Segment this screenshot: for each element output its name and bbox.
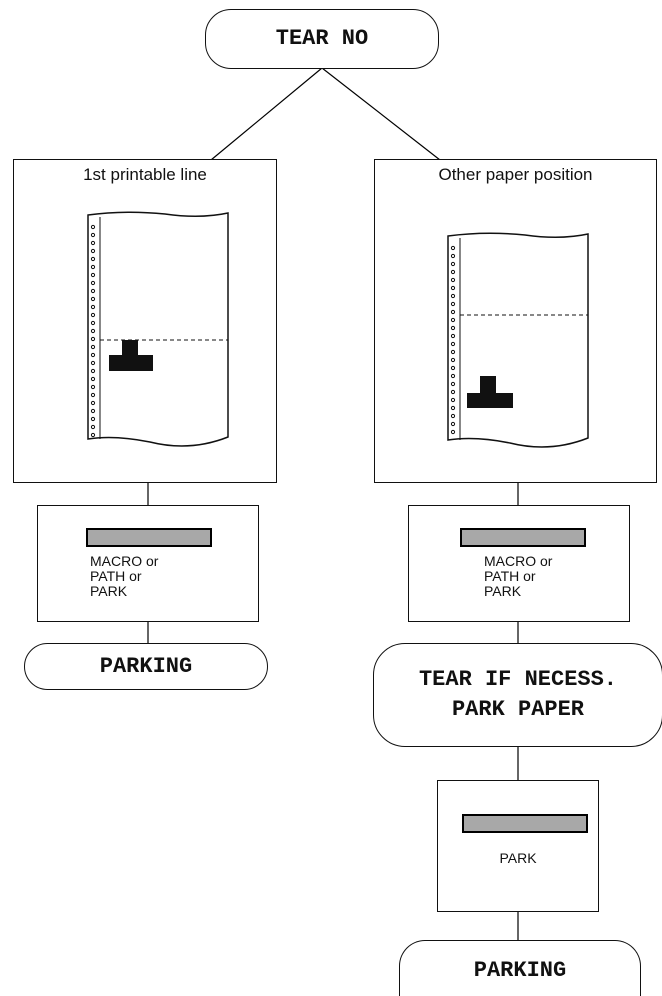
macro-path-park-label-left: MACRO or PATH or PARK — [90, 553, 159, 599]
lcd-display-icon-park — [462, 814, 588, 833]
connector-tear-to-left — [210, 67, 323, 161]
park-key-box: PARK — [437, 780, 599, 912]
tear-if-necess-label: TEAR IF NECESS. — [418, 667, 618, 692]
macro-path-park-box-right: MACRO or PATH or PARK — [408, 505, 630, 622]
paper-left-icon — [87, 211, 229, 447]
paper-right-icon — [447, 232, 589, 448]
parking-node-left: PARKING — [24, 643, 268, 690]
macro-path-park-label-right: MACRO or PATH or PARK — [484, 553, 553, 599]
park-paper-label: PARK PAPER — [451, 697, 585, 722]
print-head-icon-right — [467, 376, 513, 408]
lcd-display-icon-left — [86, 528, 212, 547]
parking-node-bottom: PARKING — [399, 940, 641, 996]
macro-path-park-box-left: MACRO or PATH or PARK — [37, 505, 259, 622]
sprocket-holes-right — [450, 245, 456, 435]
parking-label-left: PARKING — [99, 653, 193, 679]
tear-park-paper-node: TEAR IF NECESS. PARK PAPER — [373, 643, 662, 747]
sprocket-holes-left — [90, 224, 96, 438]
other-paper-position-title: Other paper position — [438, 165, 593, 184]
print-head-icon-left — [109, 340, 153, 371]
park-key-label: PARK — [499, 850, 537, 866]
tear-no-node: TEAR NO — [205, 9, 439, 69]
first-printable-line-title: 1st printable line — [83, 165, 207, 184]
parking-label-bottom: PARKING — [473, 957, 567, 983]
lcd-display-icon-right — [460, 528, 586, 547]
tear-no-label: TEAR NO — [275, 26, 369, 51]
connector-tear-to-right — [321, 67, 441, 161]
